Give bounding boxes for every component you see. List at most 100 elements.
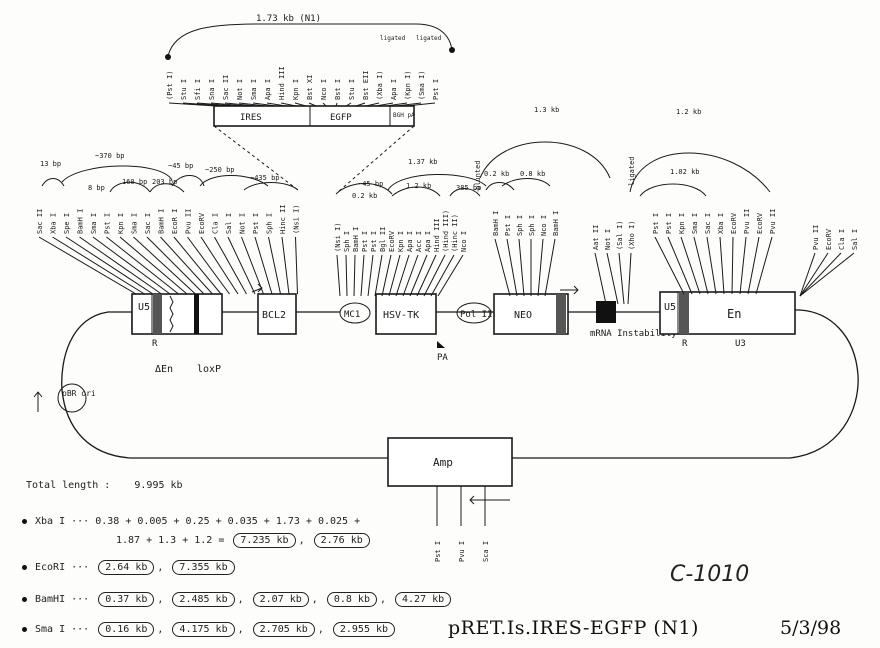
site-label: Sph I (266, 213, 274, 234)
site-leader-line (606, 252, 619, 305)
digest-smai: Sma I ··· 0.16 kb, 4.175 kb, 2.705 kb, 2… (22, 622, 398, 637)
pa-label: PA (437, 353, 448, 363)
site-leader-line (238, 102, 267, 107)
site-leader-line (322, 102, 327, 107)
page-title: pRET.Is.IRES-EGFP (N1) (448, 617, 699, 639)
site-leader-line (254, 236, 273, 295)
fragment-badge: 0.16 kb (98, 622, 155, 637)
site-leader-line (537, 238, 544, 297)
site-leader-line (693, 236, 709, 295)
site-leader-line (385, 102, 408, 107)
site-label: Nco I (460, 231, 468, 252)
blunted-label: blunted (474, 160, 482, 190)
site-leader-line (160, 236, 213, 295)
site-label: Bst XI (306, 75, 314, 100)
site-label: Pst I (652, 213, 660, 234)
pbr-label: pBR ori (62, 389, 96, 398)
site-label: (Sal I) (616, 220, 624, 250)
site-label: Sac I (144, 213, 152, 234)
site-label: Stu I (180, 79, 188, 100)
site-leader-line (345, 254, 348, 297)
site-leader-line (388, 254, 401, 297)
site-label: Not I (604, 229, 612, 250)
site-label: Sma I (250, 79, 258, 100)
site-label: Stu I (348, 79, 356, 100)
distance-label: 203 bp (152, 178, 177, 186)
site-leader-line (518, 238, 525, 297)
amp-box (387, 437, 513, 487)
site-leader-line (38, 236, 137, 295)
site-leader-line (360, 254, 365, 297)
site-label: Sph I (343, 231, 351, 252)
site-leader-line (224, 102, 257, 107)
site-label: Pst I (370, 231, 378, 252)
pbr-ori-circle (57, 383, 87, 413)
site-leader-line (214, 236, 247, 295)
site-label: EcoRV (730, 212, 738, 234)
site-label: Kpn I (397, 231, 405, 252)
site-label: BamH I (158, 209, 166, 234)
site-label: (Xho I) (628, 220, 636, 250)
site-leader-line (739, 236, 747, 295)
bcl2-box (257, 293, 297, 335)
site-label: EcoRV (388, 230, 396, 252)
site-label: Spe I (63, 213, 71, 234)
site-leader-line (281, 236, 290, 295)
bgh-label: BGH pA (393, 112, 415, 119)
site-label: (Pst I) (166, 70, 174, 100)
site-label: Sca I (482, 541, 490, 562)
site-label: Sna I (208, 79, 216, 100)
site-label: Sal I (225, 213, 233, 234)
digest-enzyme: BamHI (35, 594, 66, 605)
site-label: Kpn I (292, 79, 300, 100)
site-label: Sac II (222, 75, 230, 100)
site-leader-line (280, 102, 297, 107)
fragment-badge: 0.8 kb (326, 592, 377, 607)
distance-label: ~250 bp (205, 166, 235, 174)
fragment-badge: 2.955 kb (332, 622, 396, 637)
delta-en-label: ΔEn (155, 364, 173, 375)
distance-label: ~370 bp (95, 152, 125, 160)
site-leader-line (355, 102, 366, 107)
site-leader-line (667, 236, 693, 295)
site-label: Sfi I (194, 79, 202, 100)
amp-label: Amp (433, 456, 453, 469)
r-right-label: R (682, 339, 688, 349)
distance-label: 8 bp (88, 184, 105, 192)
u5-left-label: U5 (138, 302, 150, 313)
site-label: Pst I (104, 213, 112, 234)
site-leader-line (627, 252, 632, 305)
site-leader-line (799, 252, 842, 297)
site-leader-line (506, 238, 518, 297)
site-leader-line (294, 102, 307, 107)
digest-ecori: EcoRI ··· 2.64 kb, 7.355 kb (22, 560, 238, 575)
site-label: Apa I (424, 231, 432, 252)
site-label: (Hind III) (442, 210, 450, 252)
site-leader-line (367, 254, 374, 297)
r-region-hatch (153, 294, 162, 334)
site-label: Nco I (540, 215, 548, 236)
insert-ligated-1: ligated (380, 35, 406, 42)
digest-xbai: Xba I ··· 0.38 + 0.005 + 0.25 + 0.035 + … (22, 516, 360, 527)
site-label: Nco I (320, 79, 328, 100)
site-leader-line (402, 254, 419, 297)
site-leader-line (119, 236, 188, 295)
site-leader-line (395, 254, 410, 297)
site-label: Apa I (390, 79, 398, 100)
site-label: Acc I (415, 231, 423, 252)
site-leader-line (706, 236, 717, 295)
u5-right-label: U5 (664, 302, 676, 313)
total-length-value: 9.995 kb (134, 480, 183, 491)
mrna-instability-box (596, 301, 616, 323)
digest-formula: 0.38 + 0.005 + 0.25 + 0.035 + 1.73 + 0.0… (95, 516, 361, 527)
distance-label: 1.2 kb (406, 182, 431, 190)
site-label: Pvu II (185, 209, 193, 234)
site-label: Pst I (432, 79, 440, 100)
site-label: Bst EII (362, 70, 370, 100)
site-leader-line (375, 102, 394, 107)
site-label: BamH I (552, 211, 560, 236)
site-label: (Nsi I) (293, 204, 301, 234)
